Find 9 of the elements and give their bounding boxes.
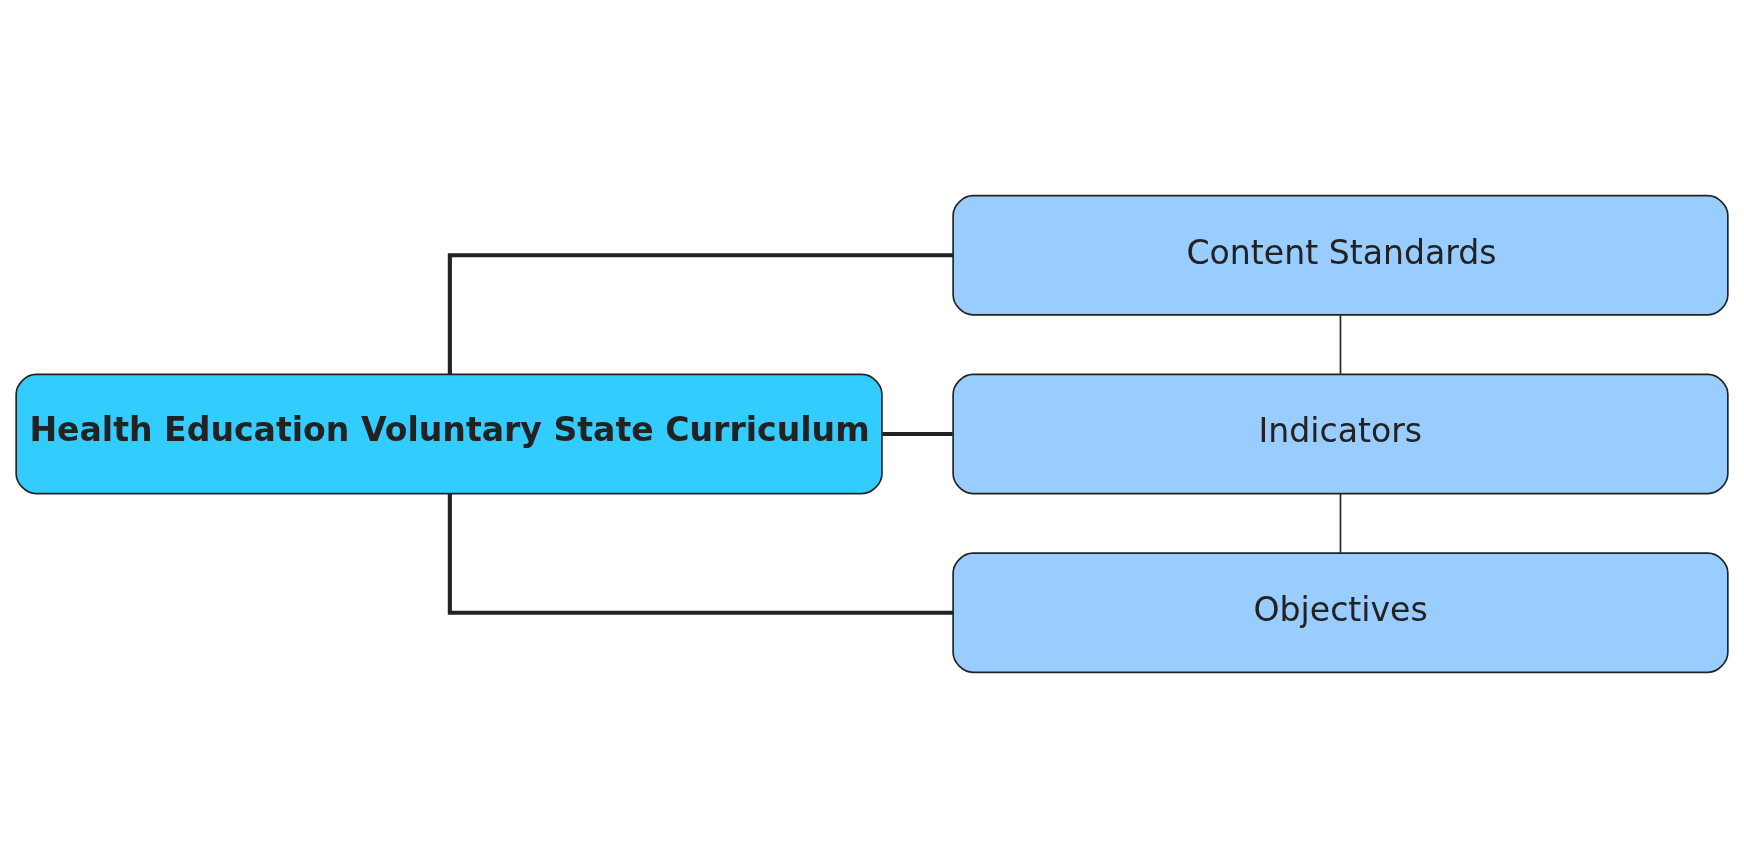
node-box: Health Education Voluntary State Curriculum [15,373,883,495]
connector [1339,493,1342,554]
connector [1339,314,1342,375]
node-box: Content Standards [952,194,1729,316]
node-box: Indicators [952,373,1729,495]
connector [882,431,953,437]
connector [447,253,954,374]
node-box: Objectives [952,552,1729,674]
connector [447,494,954,615]
